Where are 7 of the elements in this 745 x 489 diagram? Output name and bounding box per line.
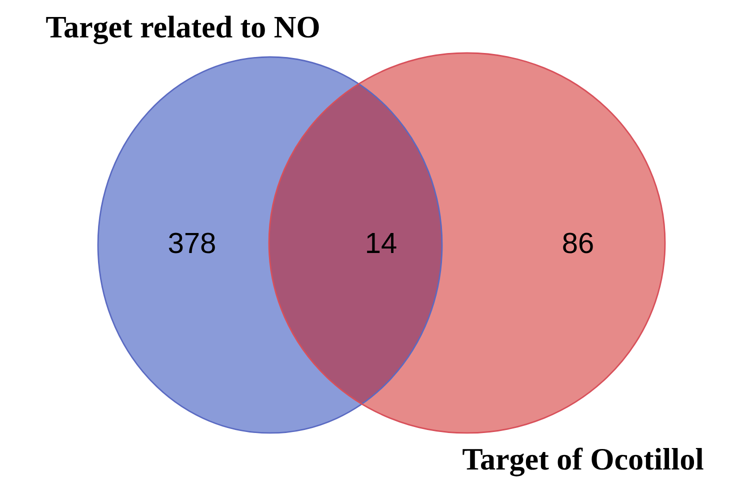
venn-circle <box>97 56 443 434</box>
set-count: 378 <box>168 232 215 254</box>
set-title: Target of Ocotillol <box>462 448 704 476</box>
overlap-count: 14 <box>367 233 396 253</box>
set-count: 86 <box>563 232 593 254</box>
set-title: Target related to NO <box>46 16 319 44</box>
venn-circle <box>268 52 666 434</box>
